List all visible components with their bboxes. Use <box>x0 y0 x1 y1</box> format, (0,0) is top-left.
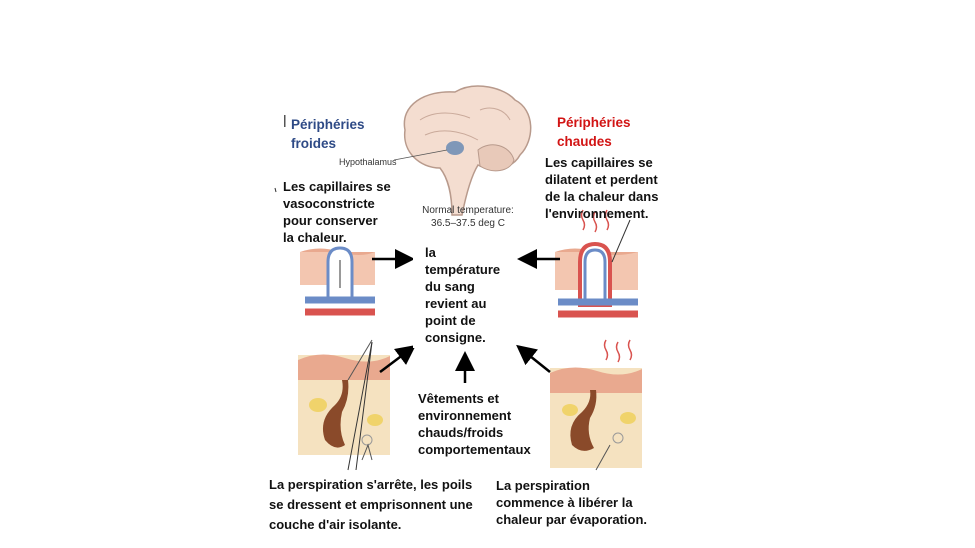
cold-capillary-illustration <box>300 246 375 316</box>
warm-capillaries-text: Les capillaires se dilatent et perdent d… <box>545 155 659 221</box>
warm-capillary-illustration <box>555 209 638 318</box>
divider-mark <box>284 115 286 127</box>
cold-skin-illustration <box>298 339 390 461</box>
normal-temperature-label: Normal temperature: 36.5–37.5 deg C <box>422 205 514 229</box>
hypothalamus-label: Hypothalamus <box>339 157 397 167</box>
cold-perspiration-text: La perspiration s'arrête, les poils se d… <box>269 477 473 532</box>
cold-capillaries-text: Les capillaires se vasoconstricte pour c… <box>283 179 391 245</box>
set-point-text: la température du sang revient au point … <box>425 245 501 345</box>
pointer-line <box>355 341 373 471</box>
warm-skin-illustration <box>550 339 642 471</box>
pointer-line <box>347 341 373 471</box>
arrow-warm-skin <box>516 344 551 373</box>
hypothalamus-region <box>446 141 464 155</box>
warm-periphery-title: Périphéries chaudes <box>557 115 631 149</box>
clothing-environment-text: Vêtements et environnement chauds/froids… <box>418 391 531 457</box>
pointer-line <box>274 187 277 193</box>
warm-perspiration-text: La perspiration commence à libérer la ch… <box>496 478 647 527</box>
arrow-cold-skin <box>379 345 416 373</box>
set-point-box <box>413 236 516 348</box>
cold-periphery-title: Périphéries froides <box>291 117 365 151</box>
brain-illustration <box>393 85 532 216</box>
